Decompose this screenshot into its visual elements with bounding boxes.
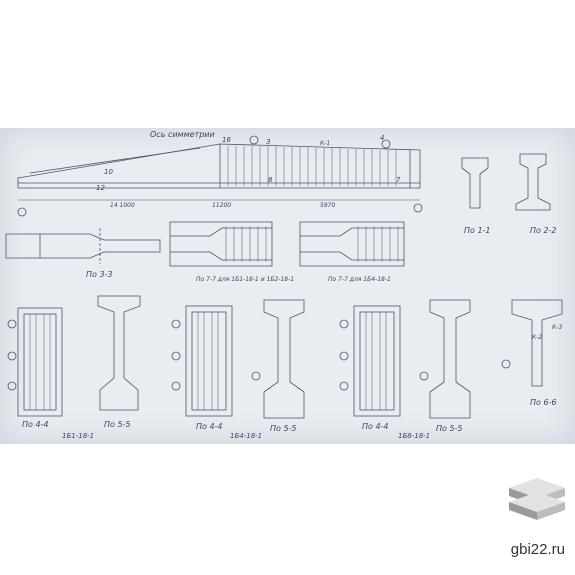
dimension-label: 14 1000 [110, 202, 135, 209]
section-title: По 4-4 [362, 422, 389, 431]
section-title: По 4-4 [196, 422, 223, 431]
caption-symmetry-axis: Ось симметрии [150, 130, 215, 139]
section-title: По 4-4 [22, 420, 49, 429]
dimension-label: 5970 [320, 202, 336, 209]
beam-mark: 1Б8-18-1 [398, 432, 431, 440]
rebar-number: 8 [268, 176, 273, 184]
rebar-number: 10 [104, 168, 113, 176]
rebar-label: К-1 [320, 140, 331, 147]
section-title: По 5-5 [436, 424, 463, 433]
section-title: По 3-3 [86, 270, 113, 279]
drawing-sheet: Ось симметрии 16 10 12 7 3 4 8 11200 597… [0, 128, 575, 444]
section-title: По 2-2 [530, 226, 557, 235]
dimension-label: 11200 [212, 202, 232, 209]
section-title: По 5-5 [270, 424, 297, 433]
section-title: По 6-6 [530, 398, 557, 407]
stacked-blocks-logo-icon [509, 478, 565, 520]
beam-mark: 1Б4-18-1 [230, 432, 263, 440]
section-title: По 5-5 [104, 420, 131, 429]
rebar-number: 12 [96, 184, 105, 192]
rebar-number: 16 [222, 136, 231, 144]
rebar-number: 3 [266, 138, 271, 146]
technical-drawing [5, 135, 563, 419]
beam-mark: 1Б1-18-1 [62, 432, 95, 440]
section-title: По 7-7 для 1Б1-18-1 и 1Б2-18-1 [196, 276, 295, 283]
rebar-number: 4 [380, 134, 385, 142]
rebar-label: К-2 [532, 334, 543, 341]
rebar-label: К-3 [552, 324, 563, 331]
rebar-number: 7 [396, 176, 401, 184]
section-title: По 7-7 для 1Б4-18-1 [328, 276, 391, 283]
site-brand: gbi22.ru [510, 541, 565, 558]
section-title: По 1-1 [464, 226, 491, 235]
